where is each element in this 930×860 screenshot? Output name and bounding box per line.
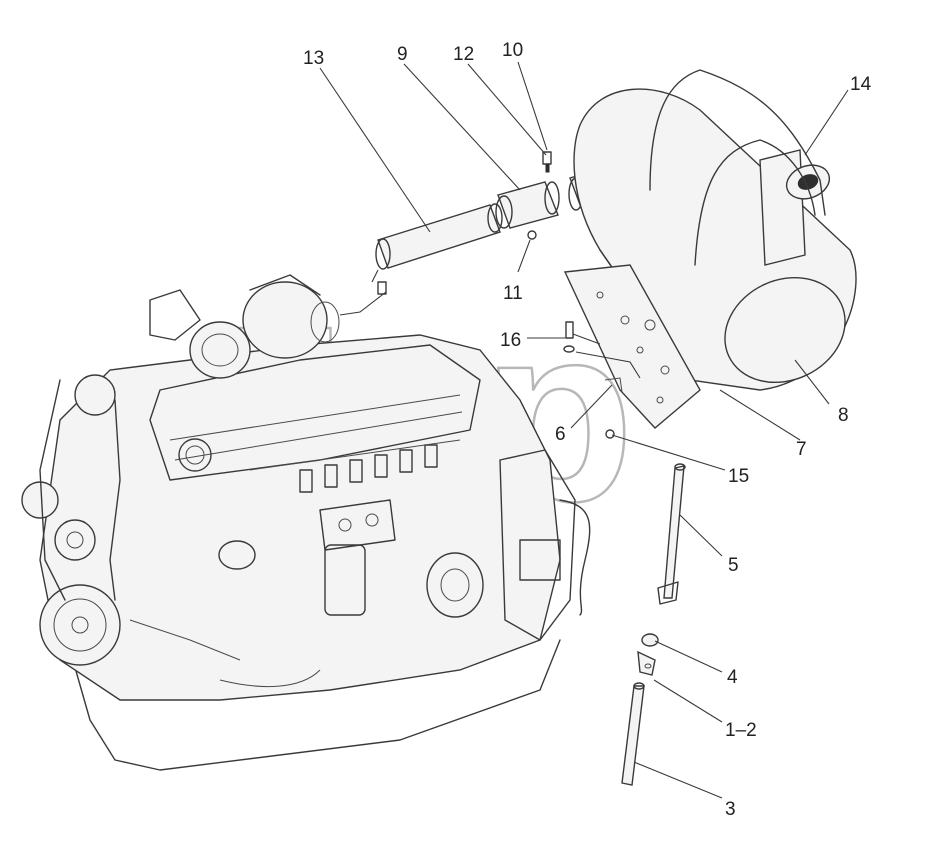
callouts: 13 9 12 10 14 11 16 6 8 7 15 5 4 1–2 3 bbox=[303, 40, 872, 820]
callout-5: 5 bbox=[728, 555, 739, 576]
pipe-hint-line bbox=[339, 269, 387, 316]
starter-motor bbox=[426, 552, 484, 618]
callout-7: 7 bbox=[796, 439, 807, 460]
thermostat-outlet bbox=[218, 540, 256, 570]
muffler-outlet-pipe bbox=[759, 149, 806, 266]
bolt-axis-line bbox=[572, 333, 641, 379]
clamp-9 bbox=[495, 181, 560, 229]
callout-14: 14 bbox=[850, 74, 872, 95]
turbocharger bbox=[149, 274, 340, 379]
engine-block bbox=[39, 334, 561, 701]
engine-assembly bbox=[21, 274, 591, 771]
callout-6: 6 bbox=[555, 424, 566, 445]
muffler bbox=[573, 88, 857, 391]
callout-10: 10 bbox=[502, 40, 523, 61]
callout-13: 13 bbox=[303, 48, 324, 69]
pipe-5 bbox=[657, 463, 686, 605]
clip-1-2 bbox=[637, 650, 656, 676]
callout-15: 15 bbox=[728, 466, 749, 487]
mounting-strap-2 bbox=[694, 139, 816, 266]
coolant-hose bbox=[559, 499, 591, 616]
callout-4: 4 bbox=[727, 667, 738, 688]
front-pulleys bbox=[21, 374, 121, 666]
callout-12: 12 bbox=[453, 44, 474, 65]
nut-11 bbox=[527, 230, 537, 240]
oil-pan bbox=[69, 639, 561, 771]
bolt-16 bbox=[563, 321, 575, 353]
exhaust-pipe-13 bbox=[375, 203, 503, 270]
bolt-10 bbox=[542, 151, 552, 173]
callout-16: 16 bbox=[500, 330, 521, 351]
bracket-6 bbox=[563, 264, 701, 429]
leader-lines bbox=[319, 61, 849, 799]
muffler-end-cap bbox=[724, 276, 846, 384]
oil-filler-cap bbox=[178, 438, 212, 472]
callout-1-2: 1–2 bbox=[725, 720, 757, 741]
clamp-4 bbox=[641, 633, 659, 647]
flywheel-housing bbox=[499, 449, 576, 641]
callout-11: 11 bbox=[503, 283, 523, 304]
nut-15 bbox=[605, 429, 615, 439]
mounting-strap bbox=[649, 69, 826, 216]
fuel-filter bbox=[319, 499, 396, 616]
callout-3: 3 bbox=[725, 799, 736, 820]
callout-9: 9 bbox=[397, 44, 408, 65]
bolt-near-turbo bbox=[377, 281, 387, 295]
pipe-3 bbox=[621, 682, 645, 786]
callout-8: 8 bbox=[838, 405, 849, 426]
valve-cover bbox=[149, 344, 481, 481]
fuel-injectors bbox=[249, 439, 461, 493]
